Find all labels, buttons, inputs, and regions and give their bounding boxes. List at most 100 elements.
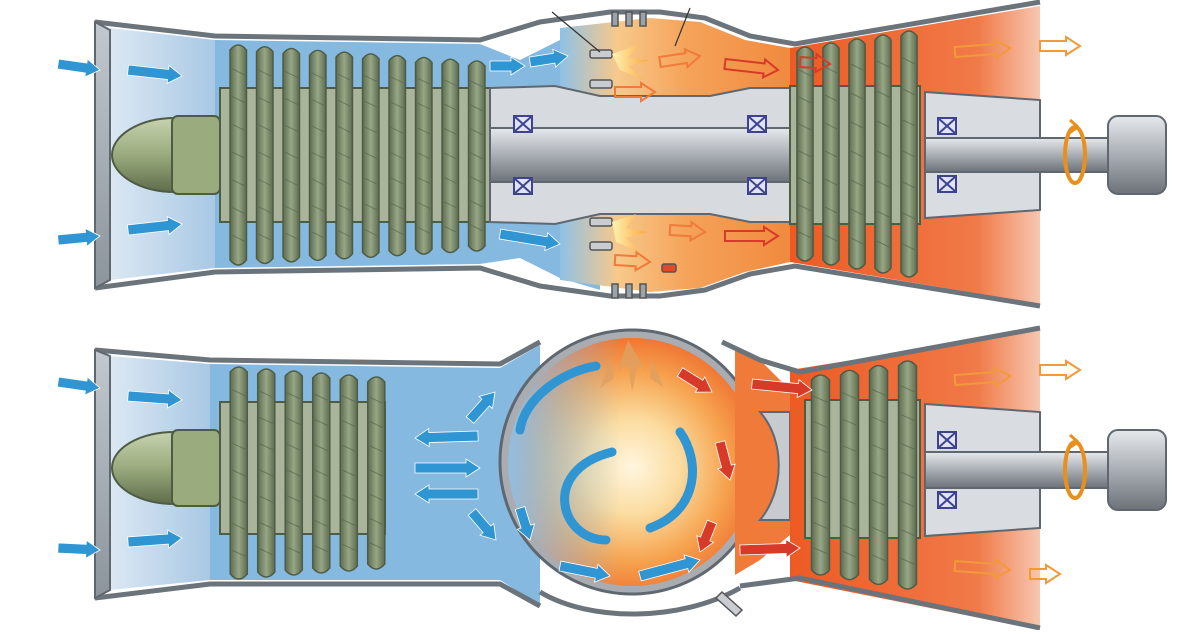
spinner-hub — [171, 429, 221, 507]
exhaust-arrow — [1039, 35, 1082, 57]
blade-vane — [876, 150, 890, 158]
blade-vane — [287, 495, 301, 503]
blade-vane — [900, 385, 915, 393]
air-flow-arrow — [127, 215, 183, 236]
blade-vane — [470, 128, 484, 136]
blade-vane — [337, 125, 351, 133]
blade-vane — [900, 500, 915, 508]
blade-vane — [824, 178, 838, 186]
blade-vane — [900, 414, 915, 421]
blade-vane — [342, 444, 356, 452]
blade-vane — [390, 76, 404, 84]
blade-vane — [287, 521, 301, 528]
turbine-stages — [810, 360, 918, 590]
blade-vane — [258, 69, 272, 77]
hot-gas-arrow — [676, 367, 713, 393]
hot-gas-arrow — [696, 519, 718, 553]
blade-vane — [798, 123, 812, 131]
blade-vane — [287, 392, 301, 400]
bearing-icon — [747, 115, 767, 195]
blade-vane — [470, 224, 484, 232]
blade-vane — [470, 152, 484, 160]
blade-vane — [259, 443, 273, 451]
igniter-icon — [714, 590, 744, 618]
output-coupling — [1107, 115, 1167, 195]
blade-vane — [258, 124, 272, 132]
blade-vane — [314, 469, 328, 477]
blade-vane — [311, 178, 325, 186]
blade-vane — [798, 204, 812, 212]
blade-vane — [871, 388, 886, 396]
blade-vane — [871, 499, 886, 507]
blade-vane — [417, 77, 431, 85]
air-flow-arrow — [56, 58, 101, 78]
igniter-icon — [589, 49, 677, 273]
blade-vane — [258, 233, 272, 241]
air-flow-arrow — [645, 427, 697, 533]
air-flow-arrow — [56, 376, 101, 396]
outer-casing-bottom — [94, 263, 1041, 309]
blade-vane — [824, 94, 838, 102]
blade-vane — [369, 469, 383, 477]
inlet-lip — [94, 20, 111, 290]
air-flow-arrow — [414, 458, 481, 478]
blade-vane — [842, 550, 857, 558]
spinner-hub — [171, 115, 221, 195]
blade-vane — [876, 240, 890, 248]
blade-vane — [842, 392, 857, 400]
hot-gas-arrow — [668, 220, 707, 242]
blade-vane — [314, 520, 328, 527]
blade-vane — [258, 178, 272, 186]
air-flow-arrow — [467, 508, 497, 541]
leader-line — [674, 7, 691, 47]
flame-icon — [600, 340, 664, 392]
blade-vane — [369, 518, 383, 525]
blade-vane — [842, 471, 857, 479]
exhaust-arrow — [1039, 359, 1082, 381]
blade-vane — [259, 548, 273, 556]
air-flow-arrow — [465, 391, 496, 424]
blade-vane — [902, 181, 916, 189]
spherical-combustor-engine — [56, 325, 1167, 631]
hot-gas-arrow — [614, 81, 657, 103]
blade-vane — [902, 119, 916, 127]
blade-vane — [284, 178, 298, 186]
blade-vane — [900, 442, 915, 450]
blade-vane — [798, 69, 812, 77]
blade-vane — [311, 125, 325, 133]
blade-vane — [232, 523, 246, 530]
blade-vane — [900, 557, 915, 565]
blade-vane — [443, 176, 457, 184]
blade-vane — [842, 445, 857, 453]
rotation-arrow — [1063, 118, 1087, 185]
blade-vane — [850, 179, 864, 187]
blade-vane — [798, 177, 812, 185]
blade-vane — [342, 420, 356, 427]
blade-vane — [364, 177, 378, 185]
blade-vane — [876, 120, 890, 128]
blade-vane — [232, 442, 246, 450]
blade-vane — [813, 471, 828, 479]
blade-vane — [850, 121, 864, 129]
blade-vane — [813, 446, 828, 454]
blade-vane — [417, 201, 431, 209]
blade-vane — [369, 493, 383, 501]
blade-vane — [232, 389, 246, 397]
blade-vane — [470, 200, 484, 208]
swirl-flow — [515, 361, 697, 545]
blade-vane — [813, 496, 828, 504]
blade-vane — [798, 231, 812, 239]
blade-vane — [258, 151, 272, 159]
blade-vane — [900, 529, 915, 536]
blade-vane — [417, 177, 431, 185]
combustor-flange — [611, 11, 647, 299]
hot-gas-arrow — [613, 250, 652, 272]
blade-vane — [443, 225, 457, 233]
hot-gas-arrow — [739, 538, 801, 559]
blade-vane — [417, 102, 431, 110]
blade-vane — [258, 96, 272, 104]
blade-vane — [231, 96, 245, 103]
blade-vane — [824, 122, 838, 130]
blade-vane — [813, 421, 828, 428]
